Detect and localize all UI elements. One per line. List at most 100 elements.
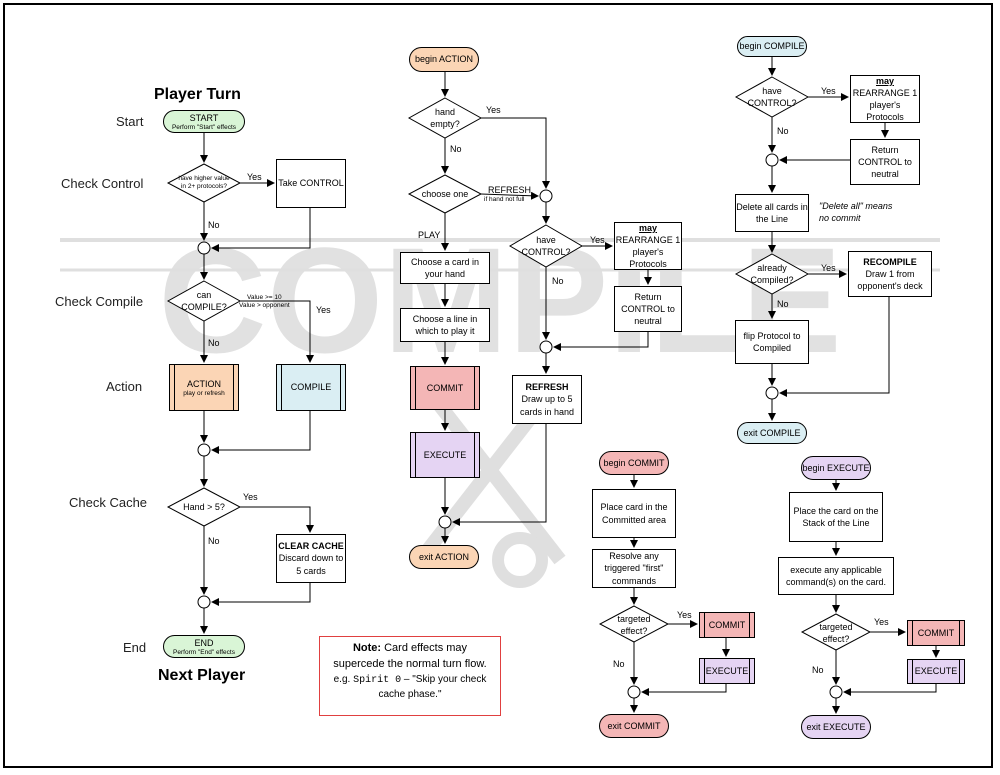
phase-check-compile-label: Check Compile bbox=[55, 294, 144, 309]
hand-empty-no-label: No bbox=[450, 144, 462, 154]
end-node-title: END bbox=[194, 637, 214, 648]
refresh-box: REFRESH Draw up to 5 cards in hand bbox=[512, 375, 582, 424]
cache-yes-label: Yes bbox=[243, 492, 258, 502]
exit-compile-node: exit COMPILE bbox=[737, 422, 807, 444]
compile-condition-1: Value >= 10 bbox=[247, 294, 282, 301]
commit-execute-subprocess: EXECUTE bbox=[699, 658, 755, 684]
action-commit-subprocess: COMMIT bbox=[410, 366, 480, 410]
end-node-sub: Perform "End" effects bbox=[173, 648, 235, 656]
recompile-box: RECOMPILE Draw 1 from opponent's deck bbox=[848, 251, 932, 297]
compile-control-yes-label: Yes bbox=[821, 86, 836, 96]
hand-empty-yes-label: Yes bbox=[486, 105, 501, 115]
clear-cache-body: Discard down to 5 cards bbox=[278, 553, 344, 576]
execute-targeted-yes-label: Yes bbox=[874, 617, 889, 627]
refresh-box-title: REFRESH bbox=[525, 382, 569, 393]
execute-execute-subprocess: EXECUTE bbox=[907, 659, 965, 684]
execute-commit-subprocess: COMMIT bbox=[907, 620, 965, 646]
control-yes-label: Yes bbox=[247, 172, 262, 182]
execute-commands-box: execute any applicable command(s) on the… bbox=[778, 557, 894, 595]
compile-decision-text: can COMPILE? bbox=[181, 289, 227, 312]
compile-return-control-box: Return CONTROL to neutral bbox=[850, 139, 920, 185]
action-rearrange-box: may REARRANGE 1 player's Protocols bbox=[614, 222, 682, 270]
exit-action-node: exit ACTION bbox=[409, 545, 479, 569]
control-no-label: No bbox=[208, 220, 220, 230]
resolve-first-box: Resolve any triggered "first" commands bbox=[592, 549, 676, 588]
action-rearrange-text: REARRANGE 1 player's Protocols bbox=[615, 234, 681, 270]
commit-targeted-text: targeted effect? bbox=[617, 613, 651, 636]
action-control-yes-label: Yes bbox=[590, 235, 605, 245]
take-control-box: Take CONTROL bbox=[276, 159, 346, 208]
action-subprocess-title: ACTION bbox=[186, 378, 221, 389]
action-may-label: may bbox=[638, 222, 657, 233]
start-node: START Perform "Start" effects bbox=[163, 110, 245, 133]
flip-protocol-box: flip Protocol to Compiled bbox=[735, 320, 809, 364]
compile-condition-2: Value > opponent bbox=[239, 302, 290, 309]
compile-subprocess: COMPILE bbox=[276, 364, 346, 411]
compile-rearrange-text: REARRANGE 1 player's Protocols bbox=[852, 87, 918, 123]
execute-targeted-text: targeted effect? bbox=[819, 621, 853, 644]
action-control-no-label: No bbox=[552, 276, 564, 286]
place-committed-box: Place card in the Committed area bbox=[592, 489, 676, 538]
compile-no-label: No bbox=[208, 338, 220, 348]
phase-check-cache-label: Check Cache bbox=[69, 495, 148, 510]
cache-no-label: No bbox=[208, 536, 220, 546]
phase-start-label: Start bbox=[116, 114, 144, 129]
page-border bbox=[3, 3, 993, 768]
note-box: Note: Card effects may supercede the nor… bbox=[319, 636, 501, 716]
compile-may-label: may bbox=[875, 75, 894, 86]
action-subprocess-sub: play or refresh bbox=[183, 389, 225, 397]
delete-all-note: "Delete all" means no commit bbox=[819, 201, 893, 224]
refresh-sub-label: if hand not full bbox=[484, 196, 525, 203]
note-example-quote: – "Skip your check cache phase." bbox=[378, 673, 487, 701]
recompile-title: RECOMPILE bbox=[863, 256, 917, 267]
watermark-text: COMPILE bbox=[158, 216, 841, 384]
begin-compile-node: begin COMPILE bbox=[737, 36, 807, 57]
commit-targeted-yes-label: Yes bbox=[677, 610, 692, 620]
begin-commit-node: begin COMMIT bbox=[599, 451, 669, 475]
clear-cache-box: CLEAR CACHE Discard down to 5 cards bbox=[276, 534, 346, 583]
exit-commit-node: exit COMMIT bbox=[599, 714, 669, 738]
choose-line-box: Choose a line in which to play it bbox=[400, 308, 490, 342]
hand-empty-text: hand empty? bbox=[430, 106, 460, 129]
compile-control-no-label: No bbox=[777, 126, 789, 136]
action-subprocess: ACTION play or refresh bbox=[169, 364, 239, 411]
start-node-sub: Perform "Start" effects bbox=[171, 123, 237, 131]
note-example-prefix: e.g. bbox=[333, 673, 351, 685]
compile-yes-label: Yes bbox=[316, 305, 331, 315]
action-have-control-text: have CONTROL? bbox=[521, 234, 571, 257]
exit-execute-node: exit EXECUTE bbox=[801, 715, 871, 739]
play-label: PLAY bbox=[418, 230, 441, 240]
next-player-title: Next Player bbox=[158, 667, 246, 684]
refresh-box-body: Draw up to 5 cards in hand bbox=[519, 394, 575, 417]
note-line: Note: Card effects may supercede the nor… bbox=[326, 641, 494, 673]
phase-end-label: End bbox=[123, 640, 147, 655]
connectors bbox=[200, 57, 940, 714]
delete-all-box: Delete all cards in the Line bbox=[735, 194, 809, 232]
action-return-control-box: Return CONTROL to neutral bbox=[614, 286, 682, 332]
player-turn-title: Player Turn bbox=[154, 86, 241, 103]
compiled-yes-label: Yes bbox=[821, 263, 836, 273]
choose-one-text: choose one bbox=[421, 188, 469, 199]
end-node: END Perform "End" effects bbox=[163, 635, 245, 658]
control-decision-text: have higher value in 2+ protocols? bbox=[178, 175, 230, 190]
begin-action-node: begin ACTION bbox=[409, 47, 479, 72]
recompile-body: Draw 1 from opponent's deck bbox=[857, 268, 923, 292]
note-example-card: Spirit 0 bbox=[353, 674, 402, 686]
commit-commit-subprocess: COMMIT bbox=[699, 612, 755, 638]
already-compiled-text: already Compiled? bbox=[750, 262, 794, 285]
note-text: Card effects may supercede the normal tu… bbox=[333, 642, 487, 670]
compiled-no-label: No bbox=[777, 299, 789, 309]
compile-have-control-text: have CONTROL? bbox=[747, 85, 797, 108]
action-execute-subprocess: EXECUTE bbox=[410, 432, 480, 478]
start-node-title: START bbox=[189, 112, 219, 123]
choose-card-box: Choose a card in your hand bbox=[400, 252, 490, 284]
place-stack-box: Place the card on the Stack of the Line bbox=[789, 492, 883, 542]
begin-execute-node: begin EXECUTE bbox=[801, 456, 871, 480]
phase-action-label: Action bbox=[106, 379, 143, 394]
commit-targeted-no-label: No bbox=[613, 659, 625, 669]
refresh-label: REFRESH bbox=[488, 185, 532, 195]
phase-check-control-label: Check Control bbox=[61, 176, 144, 191]
compile-rearrange-box: may REARRANGE 1 player's Protocols bbox=[850, 75, 920, 123]
